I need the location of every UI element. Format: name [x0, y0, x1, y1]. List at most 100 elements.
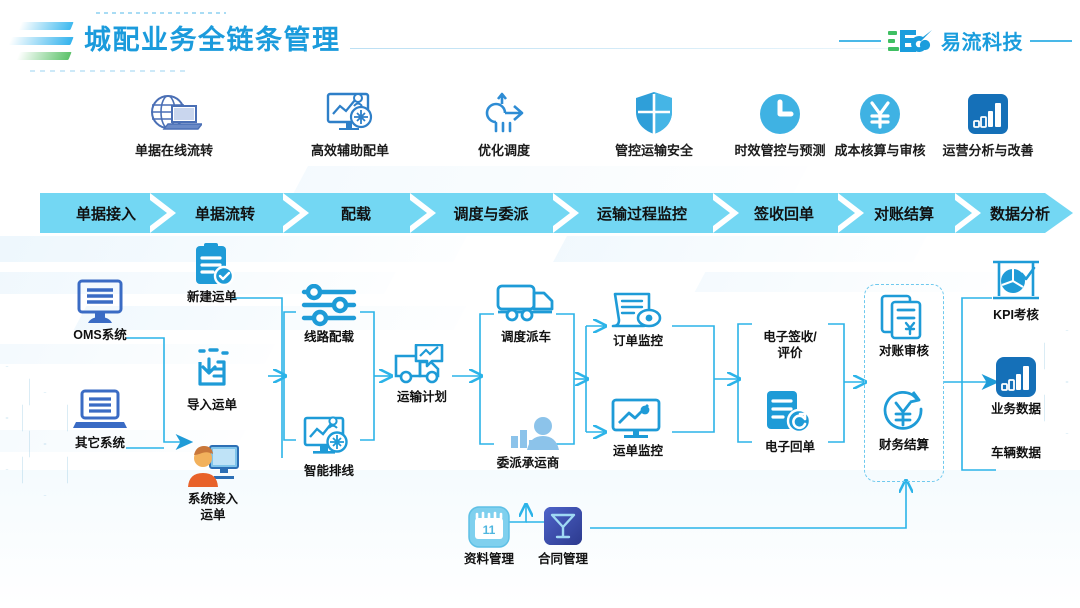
pie-check-icon	[978, 258, 1054, 306]
flow-node-label-line2: 运单	[200, 508, 226, 522]
settlement-group-box	[864, 284, 944, 482]
flow-node-label: 对账审核	[878, 344, 929, 358]
truck-dispatch-icon	[492, 282, 560, 328]
flow-node-material-mgmt[interactable]: 11 资料管理	[454, 504, 524, 566]
flow-node-esign[interactable]: 电子签收/ 评价	[748, 328, 832, 360]
process-step-3[interactable]: 调度与委派	[453, 206, 529, 223]
flow-node-label: 订单监控	[612, 334, 663, 348]
process-step-0[interactable]: 单据接入	[75, 206, 136, 223]
flow-node-label: 电子回单	[764, 440, 815, 454]
flow-node-label: 其它系统	[74, 436, 125, 450]
feature-item-2: 优化调度	[444, 88, 564, 159]
flow-node-reconciliation[interactable]: 对账审核	[866, 292, 942, 358]
yuan-circle-icon	[820, 88, 940, 136]
flow-node-label: 业务数据	[990, 402, 1041, 416]
globe-laptop-icon	[114, 88, 234, 136]
flow-node-smart-routing[interactable]: 智能排线	[296, 414, 362, 478]
page-title: 城配业务全链条管理	[84, 25, 341, 55]
flow-node-transport-plan[interactable]: 运输计划	[388, 344, 456, 404]
import-box-icon	[172, 348, 252, 396]
flow-node-label: 车辆数据	[990, 446, 1041, 460]
flow-node-label: 调度派车	[500, 330, 551, 344]
brand-logo: 易流科技	[839, 26, 1072, 55]
flow-node-waybill-monitor[interactable]: 运单监控	[604, 396, 672, 458]
feature-label: 运营分析与改善	[942, 143, 1034, 158]
feature-item-4: 时效管控与预测	[720, 88, 840, 159]
flow-node-label: 运单监控	[612, 444, 663, 458]
flow-node-system-order[interactable]: 系统接入 运单	[170, 442, 256, 522]
process-step-6[interactable]: 对账结算	[873, 206, 934, 223]
flow-node-label: OMS系统	[73, 328, 127, 342]
feature-item-3: 管控运输安全	[594, 88, 714, 159]
process-step-7[interactable]: 数据分析	[989, 206, 1050, 223]
feature-label: 高效辅助配单	[310, 143, 389, 158]
feature-item-1: 高效辅助配单	[290, 88, 410, 159]
flow-node-label: 运输计划	[396, 390, 447, 404]
flow-diagram: OMS系统 其它系统 新建运单	[0, 236, 1080, 608]
feature-label: 管控运输安全	[614, 143, 693, 158]
bar-chart-square-icon	[978, 354, 1054, 400]
feature-item-6: 运营分析与改善	[928, 88, 1048, 159]
flow-node-business-data[interactable]: 业务数据	[978, 354, 1054, 416]
flow-node-label: 委派承运商	[496, 456, 560, 470]
flow-node-oms[interactable]: OMS系统	[60, 278, 140, 342]
process-step-4[interactable]: 运输过程监控	[596, 206, 687, 223]
flow-node-import-order[interactable]: 导入运单	[172, 348, 252, 412]
flow-connectors	[126, 297, 1000, 536]
page-header: 城配业务全链条管理 易流科技	[0, 0, 1080, 80]
flow-node-assign-carrier[interactable]: 委派承运商	[482, 412, 574, 470]
chevron-background	[40, 193, 1073, 233]
flow-node-label: 合同管理	[537, 552, 588, 566]
calendar-11-icon: 11	[454, 504, 524, 550]
desktop-monitor-icon	[60, 278, 140, 326]
flow-node-label: KPI考核	[993, 308, 1039, 322]
route-arrow-icon	[444, 88, 564, 136]
flow-node-other-system[interactable]: 其它系统	[60, 386, 140, 450]
feature-icon-row: 单据在线流转 高效辅助配单 优化调度	[0, 88, 1080, 168]
truck-chart-icon	[388, 344, 456, 388]
header-divider	[350, 48, 910, 49]
logo-rule-right	[1030, 39, 1072, 42]
svg-text:11: 11	[483, 523, 496, 537]
flow-node-label-line2: 评价	[777, 346, 803, 360]
invoice-yuan-icon	[866, 292, 942, 342]
monitor-trend-icon	[604, 396, 672, 442]
process-step-5[interactable]: 签收回单	[753, 206, 814, 223]
monitor-chart-icon	[290, 88, 410, 136]
monitor-analytics-icon	[296, 414, 362, 462]
flow-node-contract-mgmt[interactable]: 合同管理	[528, 504, 598, 566]
flow-node-label: 电子签收/	[763, 330, 817, 344]
feature-label: 成本核算与审核	[834, 143, 926, 158]
clock-icon	[720, 88, 840, 136]
flow-node-label: 财务结算	[878, 438, 929, 452]
flow-node-ereceipt[interactable]: 电子回单	[748, 388, 832, 454]
e6-mark-icon	[888, 28, 934, 54]
laptop-icon	[60, 386, 140, 434]
flow-node-order-monitor[interactable]: 订单监控	[604, 288, 672, 348]
flow-node-vehicle-data[interactable]: 车辆数据	[978, 444, 1054, 460]
shield-icon	[594, 88, 714, 136]
flow-node-finance-settlement[interactable]: 财务结算	[866, 386, 942, 452]
feature-label: 时效管控与预测	[734, 143, 826, 158]
flow-node-label: 导入运单	[186, 398, 237, 412]
process-step-1[interactable]: 单据流转	[194, 206, 255, 223]
header-dashed-rule-bottom	[30, 70, 190, 72]
process-step-2[interactable]: 配载	[340, 206, 371, 223]
feature-label: 优化调度	[477, 143, 530, 158]
carrier-person-icon	[482, 412, 574, 454]
flow-node-new-order[interactable]: 新建运单	[172, 242, 252, 304]
yuan-refresh-icon	[866, 386, 942, 436]
header-dashed-rule-top	[96, 12, 226, 14]
flow-node-label: 智能排线	[303, 464, 354, 478]
clipboard-check-icon	[172, 242, 252, 288]
flow-node-label: 系统接入	[187, 492, 238, 506]
flow-node-kpi[interactable]: KPI考核	[978, 258, 1054, 322]
sliders-icon	[296, 284, 362, 328]
user-monitor-icon	[170, 442, 256, 490]
flow-node-route-loading[interactable]: 线路配载	[296, 284, 362, 344]
logo-stripes-decoration	[6, 22, 74, 66]
document-return-icon	[748, 388, 832, 438]
flow-node-dispatch-vehicle[interactable]: 调度派车	[492, 282, 560, 344]
flow-node-label: 资料管理	[463, 552, 514, 566]
funnel-glass-icon	[528, 504, 598, 550]
